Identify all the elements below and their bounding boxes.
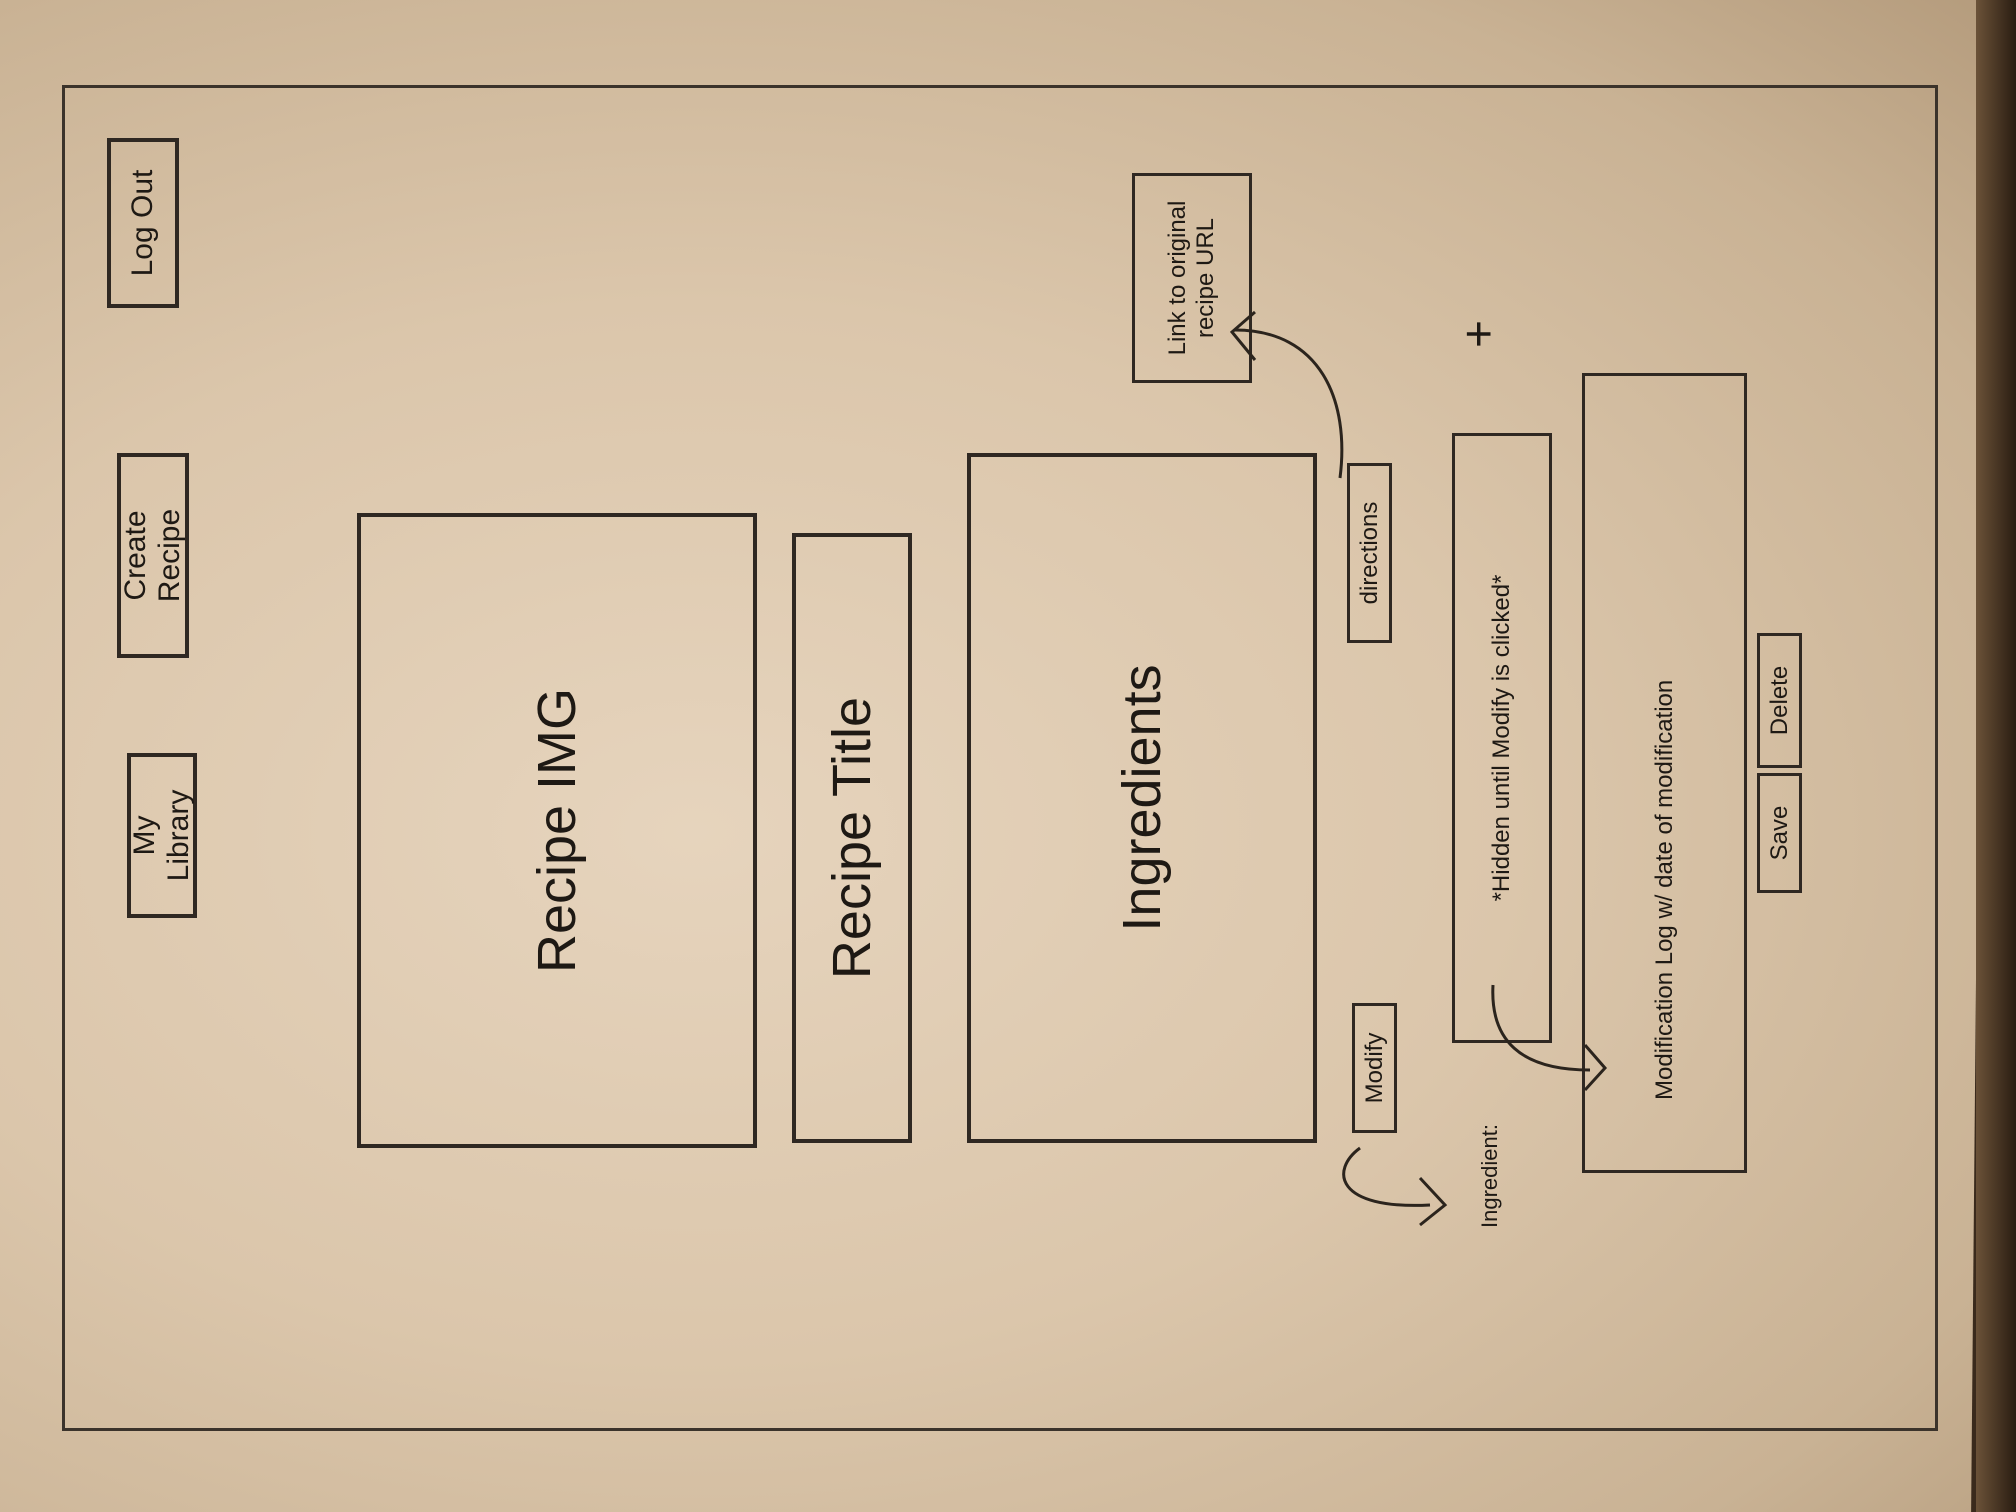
log-out-button[interactable]: Log Out (107, 138, 179, 308)
ingredients-panel: Ingredients (967, 453, 1317, 1143)
recipe-image-placeholder: Recipe IMG (357, 513, 757, 1148)
directions-button[interactable]: directions (1347, 463, 1392, 643)
delete-button[interactable]: Delete (1757, 633, 1802, 768)
add-ingredient-plus-icon[interactable]: + (1453, 319, 1506, 348)
modify-button[interactable]: Modify (1352, 1003, 1397, 1133)
hidden-ingredient-input[interactable]: *Hidden until Modify is clicked* (1452, 433, 1552, 1043)
wireframe-sketch: My Library Create Recipe Log Out Recipe … (32, 39, 1984, 1473)
paper-edge-shadow (1976, 0, 2016, 1512)
ingredient-label: Ingredient: (1477, 1124, 1502, 1228)
modification-log-panel: Modification Log w/ date of modification (1582, 373, 1747, 1173)
create-recipe-button[interactable]: Create Recipe (117, 453, 189, 658)
save-button[interactable]: Save (1757, 773, 1802, 893)
recipe-title-field: Recipe Title (792, 533, 912, 1143)
original-recipe-link-box[interactable]: Link to original recipe URL (1132, 173, 1252, 383)
my-library-button[interactable]: My Library (127, 753, 197, 918)
